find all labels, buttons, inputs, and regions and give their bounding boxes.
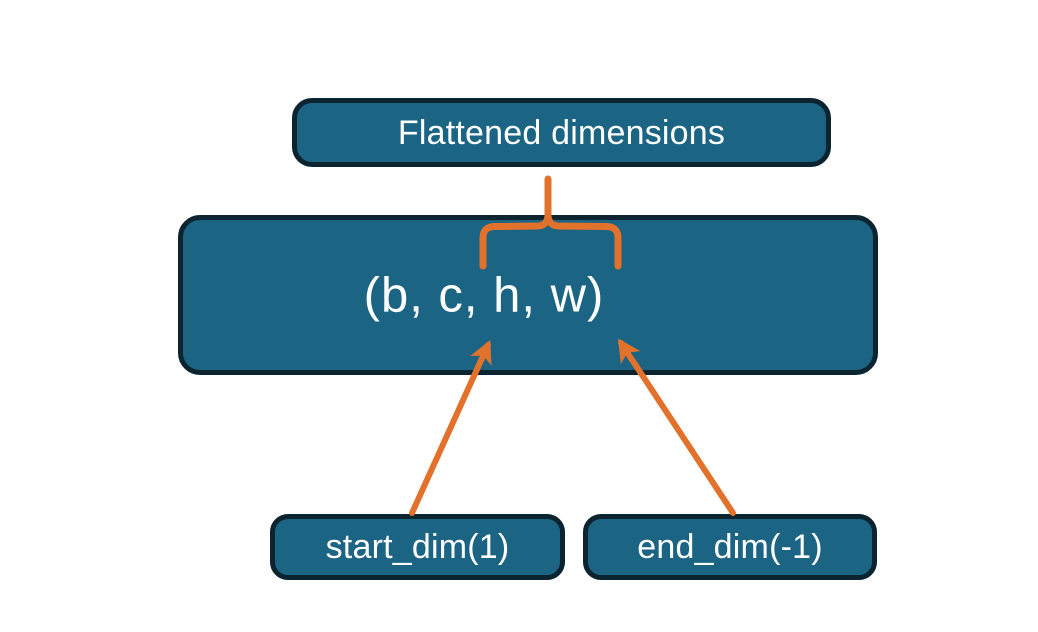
node-start-dim[interactable]: start_dim(1) [270, 514, 565, 580]
node-flattened-dimensions[interactable]: Flattened dimensions [292, 98, 831, 167]
node-end-dim-label: end_dim(-1) [637, 528, 823, 566]
node-flattened-dimensions-label: Flattened dimensions [397, 113, 726, 152]
node-tensor-shape-label: (b, c, h, w) [363, 268, 605, 323]
node-tensor-shape[interactable]: (b, c, h, w) [178, 215, 878, 375]
node-end-dim[interactable]: end_dim(-1) [583, 514, 877, 580]
node-start-dim-label: start_dim(1) [325, 528, 510, 566]
